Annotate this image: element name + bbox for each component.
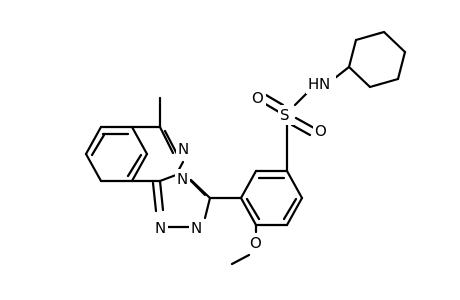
atom-labels: N N N N S O O H N O: [153, 74, 336, 253]
bond: [163, 129, 179, 156]
bond: [84, 125, 103, 156]
atom-n-methyl-ring: N: [178, 140, 189, 158]
atom-n-triazole-right: N: [191, 219, 202, 237]
bond: [290, 123, 312, 137]
bond: [230, 253, 251, 266]
bond: [285, 196, 304, 227]
bond: [90, 133, 106, 157]
bond: [382, 30, 407, 54]
atom-sulfur: S: [280, 106, 290, 124]
bond: [130, 152, 149, 183]
bond: [396, 50, 407, 81]
bond: [203, 196, 212, 220]
bond: [130, 125, 149, 156]
atom-n-triazole-left: N: [155, 219, 166, 237]
bond: [158, 179, 165, 212]
bond: [239, 196, 258, 227]
atom-n-bridge: N: [177, 170, 188, 188]
bond: [333, 65, 351, 80]
bond: [285, 169, 304, 200]
bond: [347, 38, 358, 69]
atom-amide-h: H: [308, 75, 319, 93]
bond: [264, 93, 285, 107]
bond: [294, 116, 316, 130]
bond: [126, 153, 143, 178]
bond: [354, 30, 386, 42]
atom-methoxy-o: O: [250, 234, 262, 252]
bond: [188, 178, 207, 197]
bond: [368, 77, 400, 89]
bond: [245, 197, 261, 221]
atom-oxygen-left: O: [252, 89, 264, 107]
atom-amide-n: N: [319, 75, 330, 93]
bond: [282, 197, 298, 221]
bond: [84, 152, 103, 183]
bond: [158, 125, 175, 155]
bond: [239, 169, 258, 200]
bonds: [84, 30, 407, 266]
bond: [347, 65, 372, 89]
bond: [151, 181, 158, 213]
bond: [158, 173, 178, 183]
atom-oxygen-right: O: [315, 122, 327, 140]
